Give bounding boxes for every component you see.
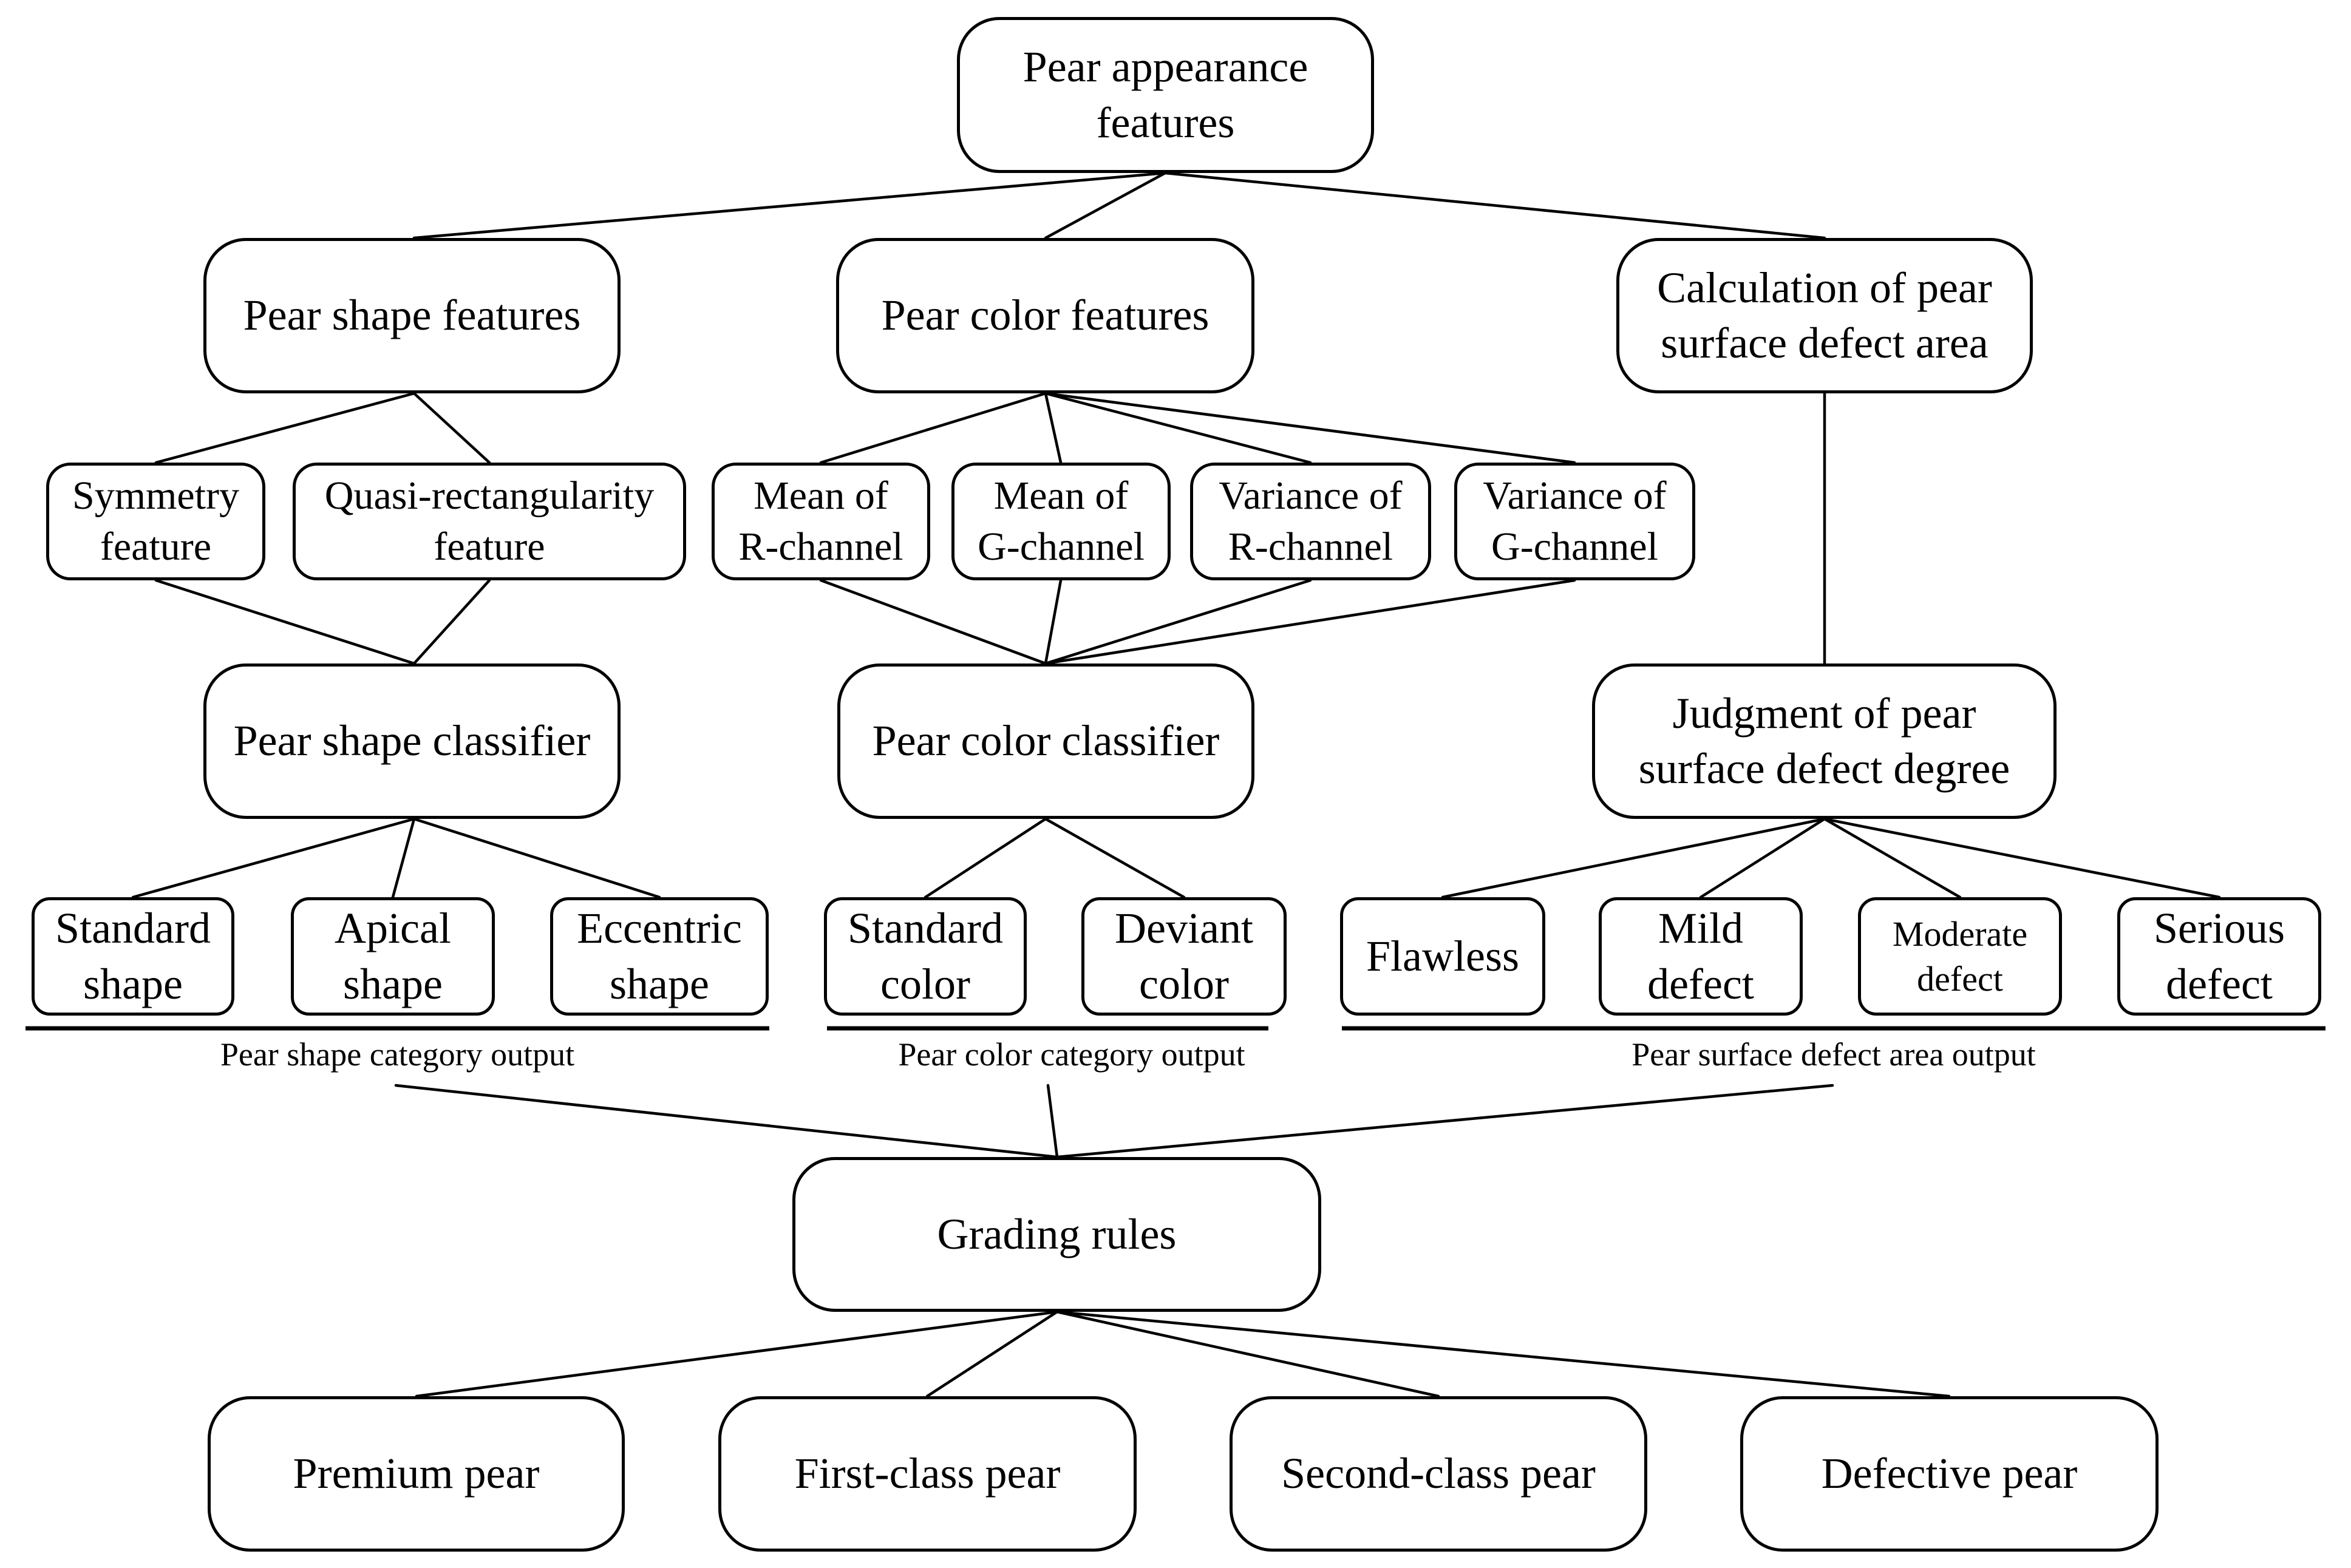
- output-moderate-defect: Moderate defect: [1858, 897, 2062, 1016]
- connector-grading-premium: [415, 1310, 1059, 1398]
- grade-defective-pear: Defective pear: [1740, 1396, 2159, 1552]
- grade-first-class-pear: First-class pear: [718, 1396, 1137, 1552]
- output-mild-defect: Mild defect: [1599, 897, 1803, 1016]
- node-defect-area-calculation: Calculation of pear surface defect area: [1616, 238, 2033, 393]
- connector-shape-quasi: [412, 392, 491, 464]
- node-defect-degree-judgment: Judgment of pear surface defect degree: [1592, 664, 2057, 819]
- connector-grading-defective: [1055, 1310, 1951, 1398]
- output-serious-defect: Serious defect: [2117, 897, 2321, 1016]
- connector-grading-second: [1055, 1310, 1440, 1398]
- connector-root-shape: [412, 171, 1167, 240]
- output-flawless: Flawless: [1340, 897, 1545, 1016]
- connector-mean-g-classifier: [1044, 579, 1063, 665]
- root-node-pear-appearance-features: Pear appearance features: [957, 17, 1374, 173]
- node-variance-g-channel: Variance of G-channel: [1454, 463, 1695, 580]
- connector-shape-standard: [131, 817, 416, 899]
- connector-quasi-classifier: [412, 579, 491, 665]
- connector-caption-color-grading: [1046, 1084, 1059, 1159]
- node-pear-color-features: Pear color features: [836, 238, 1254, 393]
- node-mean-r-channel: Mean of R-channel: [712, 463, 930, 580]
- node-pear-shape-features: Pear shape features: [203, 238, 621, 393]
- connector-var-r-classifier: [1044, 579, 1312, 665]
- connector-var-g-classifier: [1044, 579, 1576, 665]
- connector-root-color: [1044, 171, 1167, 240]
- connector-caption-shape-grading: [394, 1084, 1059, 1159]
- connector-shape-eccentric: [412, 817, 661, 899]
- connector-defect-serious: [1823, 817, 2221, 899]
- connector-color-var-r: [1044, 392, 1312, 464]
- connector-symmetry-classifier: [154, 579, 416, 665]
- connector-color-deviant: [1044, 817, 1186, 899]
- caption-color-category-output: Pear color category output: [898, 1036, 1245, 1073]
- grade-premium-pear: Premium pear: [208, 1396, 625, 1552]
- connector-color-standard: [924, 817, 1047, 899]
- output-eccentric-shape: Eccentric shape: [550, 897, 769, 1016]
- output-apical-shape: Apical shape: [291, 897, 495, 1016]
- connector-shape-apical: [391, 817, 416, 899]
- node-symmetry-feature: Symmetry feature: [46, 463, 265, 580]
- node-pear-color-classifier: Pear color classifier: [837, 664, 1254, 819]
- connector-caption-defect-grading: [1055, 1084, 1834, 1159]
- grade-second-class-pear: Second-class pear: [1230, 1396, 1647, 1552]
- output-deviant-color: Deviant color: [1081, 897, 1287, 1016]
- connector-defect-flawless: [1441, 817, 1826, 899]
- node-variance-r-channel: Variance of R-channel: [1190, 463, 1431, 580]
- caption-defect-area-output: Pear surface defect area output: [1631, 1036, 2036, 1073]
- connector-root-defect: [1163, 171, 1826, 240]
- connector-shape-symmetry: [154, 392, 416, 464]
- output-standard-shape: Standard shape: [32, 897, 234, 1016]
- node-pear-shape-classifier: Pear shape classifier: [203, 664, 621, 819]
- node-mean-g-channel: Mean of G-channel: [951, 463, 1171, 580]
- node-quasi-rectangularity-feature: Quasi-rectangularity feature: [293, 463, 686, 580]
- connector-mean-r-classifier: [819, 579, 1047, 665]
- connector-grading-first: [925, 1310, 1059, 1398]
- connector-color-mean-r: [819, 392, 1047, 464]
- caption-shape-category-output: Pear shape category output: [220, 1036, 575, 1073]
- node-grading-rules: Grading rules: [792, 1157, 1321, 1312]
- connector-color-var-g: [1044, 392, 1576, 464]
- output-standard-color: Standard color: [824, 897, 1027, 1016]
- connector-defect-mild: [1699, 817, 1826, 899]
- connector-color-mean-g: [1044, 392, 1063, 464]
- connector-defect-moderate: [1823, 817, 1962, 899]
